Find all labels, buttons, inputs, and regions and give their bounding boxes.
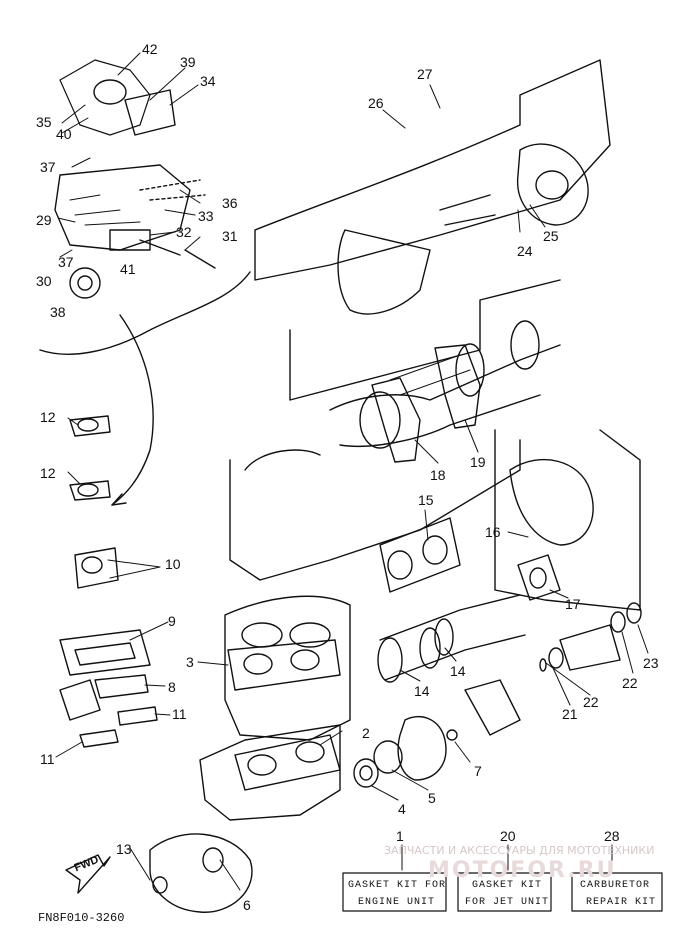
watermark-brand: MOTOFOR.RU — [428, 858, 617, 883]
kit-box-28 — [571, 872, 663, 912]
kit-1-line2: ENGINE UNIT — [358, 897, 436, 908]
fwd-arrow — [65, 854, 111, 894]
callout-33: 33 — [198, 208, 214, 224]
cylinder-head-gasket-3 — [227, 639, 341, 691]
callout-40: 40 — [56, 126, 72, 142]
gasket-17 — [517, 554, 561, 601]
callout-1: 1 — [396, 828, 404, 844]
callout-39: 39 — [180, 54, 196, 70]
callout-38: 38 — [50, 304, 66, 320]
callout-21: 21 — [562, 706, 578, 722]
flow-arrow — [111, 314, 154, 506]
seal-4 — [353, 758, 379, 788]
callout-23: 23 — [643, 655, 659, 671]
cylinder-block — [224, 595, 351, 741]
engine-block-outline — [254, 59, 611, 281]
callout-18: 18 — [430, 467, 446, 483]
callout-35: 35 — [36, 114, 52, 130]
gasket-18 — [371, 377, 421, 463]
kit-28-line1: CARBURETOR — [580, 880, 651, 891]
gasket-19 — [434, 344, 481, 429]
callout-28: 28 — [604, 828, 620, 844]
callout-42: 42 — [142, 41, 158, 57]
callout-10: 10 — [165, 556, 181, 572]
callout-22b: 22 — [583, 694, 599, 710]
gasket-8 — [94, 674, 149, 699]
callout-12b: 12 — [40, 465, 56, 481]
callout-19: 19 — [470, 454, 486, 470]
reference-code: FN8F010-3260 — [38, 911, 125, 925]
callout-15: 15 — [418, 492, 434, 508]
gasket-10 — [74, 547, 119, 589]
gasket-9 — [59, 629, 151, 676]
callout-22a: 22 — [622, 675, 638, 691]
carburetor-group-outline — [39, 271, 251, 355]
callout-26: 26 — [368, 95, 384, 111]
callout-27: 27 — [417, 66, 433, 82]
kit-20-line1: GASKET KIT — [472, 880, 543, 891]
kit-20-line2: FOR JET UNIT — [465, 897, 550, 908]
callout-32: 32 — [176, 224, 192, 240]
callout-11a: 11 — [172, 706, 187, 722]
callout-5: 5 — [428, 790, 436, 806]
callout-17: 17 — [565, 596, 581, 612]
callout-37a: 37 — [40, 159, 56, 175]
callout-34: 34 — [200, 73, 216, 89]
callout-24: 24 — [517, 243, 533, 259]
watermark-caption: ЗАПЧАСТИ И АКСЕССУАРЫ ДЛЯ МОТОТЕХНИКИ — [384, 844, 655, 857]
callout-12a: 12 — [40, 409, 56, 425]
callout-30: 30 — [36, 273, 52, 289]
callout-9: 9 — [168, 613, 176, 629]
gasket-11b — [117, 706, 158, 726]
base-gasket-2 — [234, 734, 341, 791]
callout-7: 7 — [474, 763, 482, 779]
kit-box-1 — [342, 872, 447, 912]
callout-16: 16 — [485, 524, 501, 540]
callout-36: 36 — [222, 195, 238, 211]
kit-box-20 — [457, 872, 552, 912]
seal-22 — [610, 611, 626, 633]
gasket-6 — [202, 847, 224, 873]
gasket-11a — [79, 729, 119, 748]
callout-8: 8 — [168, 679, 176, 695]
seal-23 — [626, 602, 642, 624]
kit-1-line1: GASKET KIT FOR — [348, 880, 447, 891]
callout-29: 29 — [36, 212, 52, 228]
callout-31: 31 — [222, 228, 238, 244]
callout-14b: 14 — [450, 663, 466, 679]
callout-14a: 14 — [414, 683, 430, 699]
kit-28-line2: REPAIR KIT — [586, 897, 657, 908]
callout-2: 2 — [362, 725, 370, 741]
callout-4: 4 — [398, 801, 406, 817]
callout-6: 6 — [243, 897, 251, 913]
callout-37b: 37 — [58, 254, 74, 270]
float-bowl-gasket — [69, 267, 101, 299]
gasket-12a — [69, 415, 111, 437]
callout-25: 25 — [543, 228, 559, 244]
callout-41: 41 — [120, 261, 136, 277]
callout-13: 13 — [116, 841, 132, 857]
callout-3: 3 — [186, 654, 194, 670]
callout-11b: 11 — [40, 751, 55, 767]
gasket-12b — [69, 480, 111, 501]
callout-20: 20 — [500, 828, 516, 844]
seal-5 — [373, 740, 403, 774]
